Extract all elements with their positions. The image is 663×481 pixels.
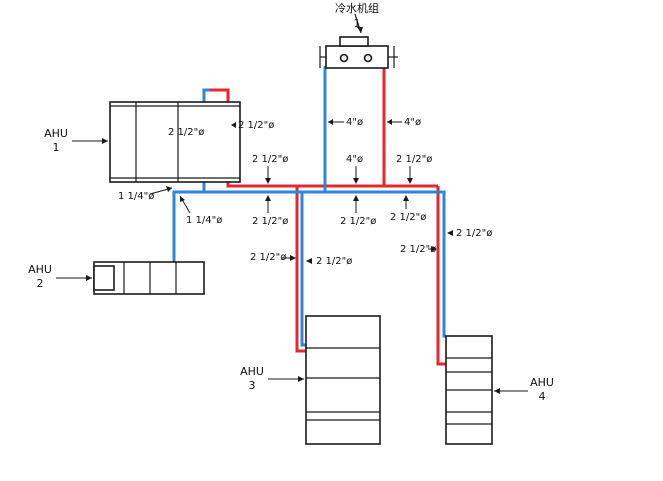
ahu-3-unit	[305, 315, 381, 445]
return-pipe-ahu3-branch	[300, 192, 306, 347]
size-ahu3-riser-right: 2 1/2"ø	[316, 256, 352, 267]
size-ahu4-riser-supply: 2 1/2"ø	[400, 244, 436, 255]
size-ahu4-riser-return: 2 1/2"ø	[456, 228, 492, 239]
supply-pipe-ahu4-riser	[436, 186, 446, 366]
pipe-size-labels: 4"ø 4"ø 2 1/2"ø 2 1/2"ø 1 1/4"ø 1 1/4"ø …	[118, 117, 492, 267]
ahu-2-number: 2	[37, 277, 44, 290]
size-ahu4-main-upper: 2 1/2"ø	[396, 154, 432, 165]
size-chiller-return-riser: 4"ø	[346, 117, 363, 128]
size-ahu4-main-lower: 2 1/2"ø	[390, 212, 426, 223]
chiller-unit	[319, 13, 398, 69]
ahu-3-label: AHU	[240, 365, 264, 378]
chiller-number: 1	[354, 17, 361, 30]
size-ahu2-return: 1 1/4"ø	[186, 215, 222, 226]
ahu-2-unit	[93, 261, 205, 295]
size-ahu1-supply-riser: 2 1/2"ø	[238, 120, 274, 131]
ahu-4-number: 4	[539, 390, 546, 403]
size-ahu3-branch-supply: 2 1/2"ø	[340, 216, 376, 227]
size-ahu1-main-right: 2 1/2"ø	[252, 216, 288, 227]
ahu-1-label: AHU	[44, 127, 68, 140]
supply-pipe-ahu1	[208, 88, 438, 188]
chiller-label: 冷水机组	[335, 1, 379, 15]
ahu-1-unit	[109, 101, 241, 183]
piping	[172, 66, 446, 366]
size-ahu3-branch-return: 2 1/2"ø	[250, 252, 286, 263]
size-ahu1-return-riser: 2 1/2"ø	[168, 127, 204, 138]
ahu-1-number: 1	[53, 141, 60, 154]
return-pipe-main	[172, 190, 446, 338]
size-chiller-supply-riser: 4"ø	[404, 117, 421, 128]
ahu-4-unit	[445, 335, 493, 445]
ahu-2-label: AHU	[28, 263, 52, 276]
size-ahu1-main-left: 2 1/2"ø	[252, 154, 288, 165]
ahu-3-number: 3	[249, 379, 256, 392]
ahu-4-label: AHU	[530, 376, 554, 389]
size-main-center: 4"ø	[346, 154, 363, 165]
unit-labels: 冷水机组 1 AHU 1 AHU 2 AHU 3 AHU 4	[28, 1, 554, 403]
supply-pipe-ahu3-branch	[295, 186, 306, 353]
size-ahu2-supply: 1 1/4"ø	[118, 191, 154, 202]
